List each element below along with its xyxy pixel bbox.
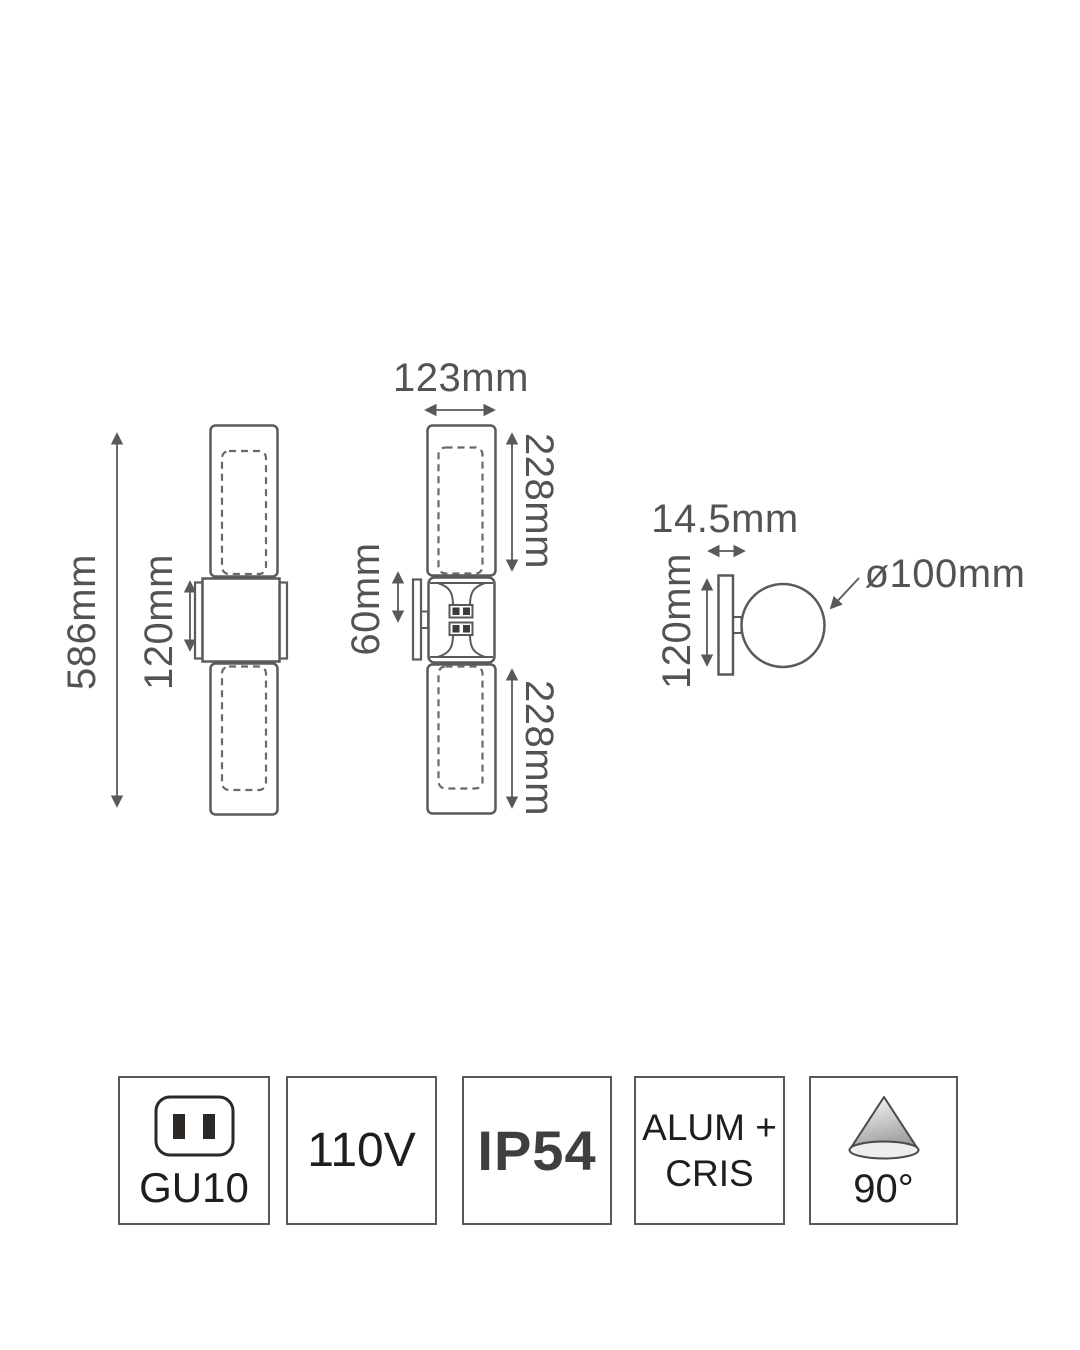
diameter-leader-line bbox=[829, 577, 860, 610]
upper-socket-pin-right bbox=[463, 607, 470, 615]
front-upper-tube-outline bbox=[209, 424, 279, 578]
spec-label-material-line2: CRIS bbox=[665, 1152, 754, 1194]
dim-label-lower-glass: 228mm bbox=[517, 680, 562, 816]
spec-label-beam-angle: 90° bbox=[853, 1167, 914, 1211]
dim-label-width: 123mm bbox=[393, 355, 529, 400]
lower-gu10-socket bbox=[448, 621, 474, 636]
dim-label-depth: 14.5mm bbox=[651, 496, 799, 541]
section-upper-tube-outline bbox=[426, 424, 497, 577]
spec-label-socket: GU10 bbox=[139, 1164, 249, 1211]
section-lower-tube-outline bbox=[426, 663, 497, 815]
section-view-dim-lines bbox=[391, 403, 519, 809]
spec-box-voltage: 110V bbox=[286, 1076, 437, 1225]
section-center-body bbox=[427, 576, 496, 664]
front-lower-tube-outline bbox=[209, 662, 279, 816]
section-lower-glass-dashed bbox=[437, 665, 484, 790]
dim-label-upper-glass: 228mm bbox=[517, 433, 562, 569]
spec-box-lamp-socket: GU10 bbox=[118, 1076, 270, 1225]
front-center-bracket bbox=[201, 577, 281, 663]
spec-label-material-line1: ALUM + bbox=[642, 1107, 777, 1149]
side-head-circle bbox=[740, 582, 826, 669]
spec-box-material: ALUM + CRIS bbox=[634, 1076, 785, 1225]
spec-box-ip-rating: IP54 bbox=[462, 1076, 612, 1225]
front-view bbox=[193, 424, 289, 816]
lower-socket-pin-right bbox=[463, 625, 470, 633]
dim-label-body: 60mm bbox=[343, 542, 388, 656]
upper-gu10-socket bbox=[448, 604, 474, 619]
dim-label-total-height: 586mm bbox=[59, 554, 104, 690]
side-view-dim-lines bbox=[700, 544, 860, 667]
beam-cone-icon bbox=[848, 1096, 919, 1160]
spec-label-ip-rating: IP54 bbox=[477, 1119, 597, 1182]
front-view-dim-lines bbox=[110, 432, 197, 808]
upper-socket-pin-left bbox=[452, 607, 460, 615]
spec-label-voltage: 110V bbox=[307, 1124, 416, 1177]
gu10-plug-icon bbox=[154, 1095, 234, 1157]
dim-label-plate-height: 120mm bbox=[654, 553, 699, 689]
lower-socket-pin-left bbox=[452, 625, 460, 633]
side-view bbox=[717, 574, 826, 676]
dim-label-bracket-height: 120mm bbox=[136, 554, 181, 690]
front-lower-glass-dashed bbox=[220, 665, 268, 792]
front-upper-glass-dashed bbox=[220, 449, 268, 576]
spec-box-beam-angle: 90° bbox=[809, 1076, 958, 1225]
side-wall-plate bbox=[717, 574, 735, 676]
section-upper-glass-dashed bbox=[437, 446, 484, 575]
dim-label-diameter: ø100mm bbox=[864, 551, 1026, 596]
side-plate-nub bbox=[732, 616, 743, 634]
section-wall-plate bbox=[411, 578, 423, 661]
section-view bbox=[411, 424, 497, 815]
